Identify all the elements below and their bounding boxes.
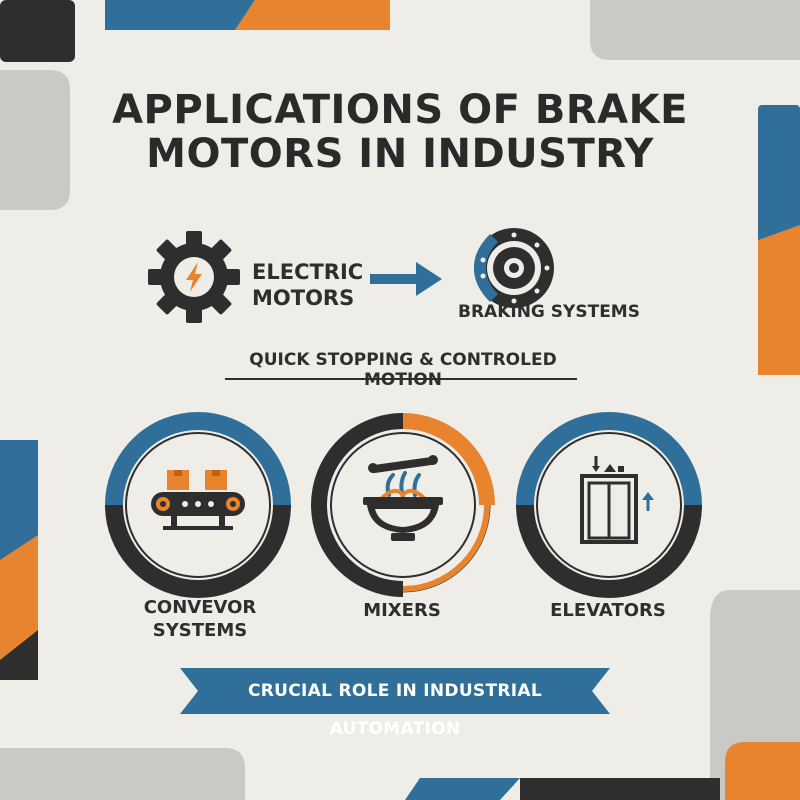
page-title-line-2: MOTORS IN INDUSTRY: [146, 131, 654, 177]
application-ring-elevators: [516, 412, 702, 598]
subtitle: QUICK STOPPING & CONTROLED MOTION: [249, 350, 557, 390]
page-title-line-1: APPLICATIONS OF BRAKE: [112, 87, 688, 133]
mixer-bowl-icon: [363, 455, 443, 541]
application-label-elevators: ELEVATORS: [550, 600, 666, 621]
arrow-right-icon: [370, 262, 442, 296]
elevator-icon: [580, 456, 654, 544]
application-ring-conveyor: [105, 412, 291, 598]
brake-disc-icon: [474, 228, 554, 308]
corner-decoration-top-left: [0, 0, 75, 210]
corner-decoration-right-side: [758, 105, 800, 375]
source-label-line-2: MOTORS: [252, 286, 355, 310]
banner-text: CRUCIAL ROLE IN INDUSTRIAL AUTOMATION: [248, 681, 542, 739]
application-label-conveyor-line-2: SYSTEMS: [152, 620, 248, 641]
corner-decoration-top-center: [105, 0, 390, 30]
corner-decoration-bottom-right: [405, 590, 800, 800]
application-label-mixers: MIXERS: [363, 600, 441, 621]
application-ring-mixers: [311, 413, 495, 597]
target-label: BRAKING SYSTEMS: [458, 302, 640, 322]
source-label-line-1: ELECTRIC: [252, 260, 364, 284]
subtitle-underline: [225, 378, 577, 380]
corner-decoration-bottom-left: [0, 748, 245, 800]
banner-ribbon: [180, 668, 610, 714]
conveyor-belt-icon: [151, 470, 245, 530]
corner-decoration-left-side: [0, 440, 38, 680]
corner-decoration-top-right: [590, 0, 800, 60]
application-label-conveyor-line-1: CONVEVOR: [143, 597, 257, 618]
gear-lightning-icon: [148, 231, 240, 323]
